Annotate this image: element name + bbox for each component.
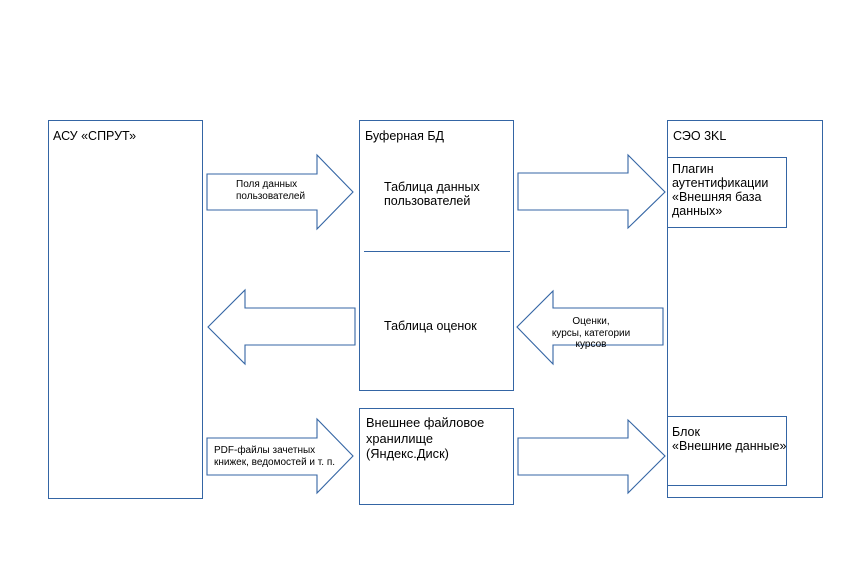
node-buffer-db (359, 120, 514, 391)
edge-label-user-fields: Поля данных пользователей (236, 179, 306, 202)
buffer-db-divider (364, 251, 510, 252)
edge-label-pdf-files: PDF-файлы зачетных книжек, ведомостей и … (214, 445, 336, 468)
node-external-storage (359, 408, 514, 505)
node-buffer-db-title: Буферная БД (365, 129, 444, 143)
node-asu-sprut-title: АСУ «СПРУТ» (53, 129, 137, 143)
node-auth-plugin (667, 157, 787, 228)
buffer-grades-table-label: Таблица оценок (384, 319, 477, 333)
node-external-storage-title: Внешнее файловое хранилище (Яндекс.Диск) (366, 415, 485, 461)
arrow-asu-to-buffer-users (206, 153, 354, 231)
arrow-storage-to-block (517, 418, 666, 495)
arrow-buffer-grades-to-asu (207, 288, 356, 366)
arrow-asu-to-storage (206, 417, 354, 495)
arrow-seo-to-buffer-grades (516, 289, 664, 366)
node-seo-3kl-title: СЭО 3KL (673, 129, 727, 143)
node-auth-plugin-label: Плагин аутентификации «Внешняя база данн… (672, 162, 769, 218)
node-external-data-block (667, 416, 787, 486)
buffer-users-table-label: Таблица данных пользователей (384, 180, 480, 208)
node-seo-3kl (667, 120, 823, 498)
edge-label-grades-courses: Оценки, курсы, категории курсов (551, 316, 631, 350)
node-external-data-block-label: Блок «Внешние данные» (672, 425, 787, 453)
node-asu-sprut (48, 120, 203, 499)
arrow-buffer-users-to-plugin (517, 153, 666, 230)
